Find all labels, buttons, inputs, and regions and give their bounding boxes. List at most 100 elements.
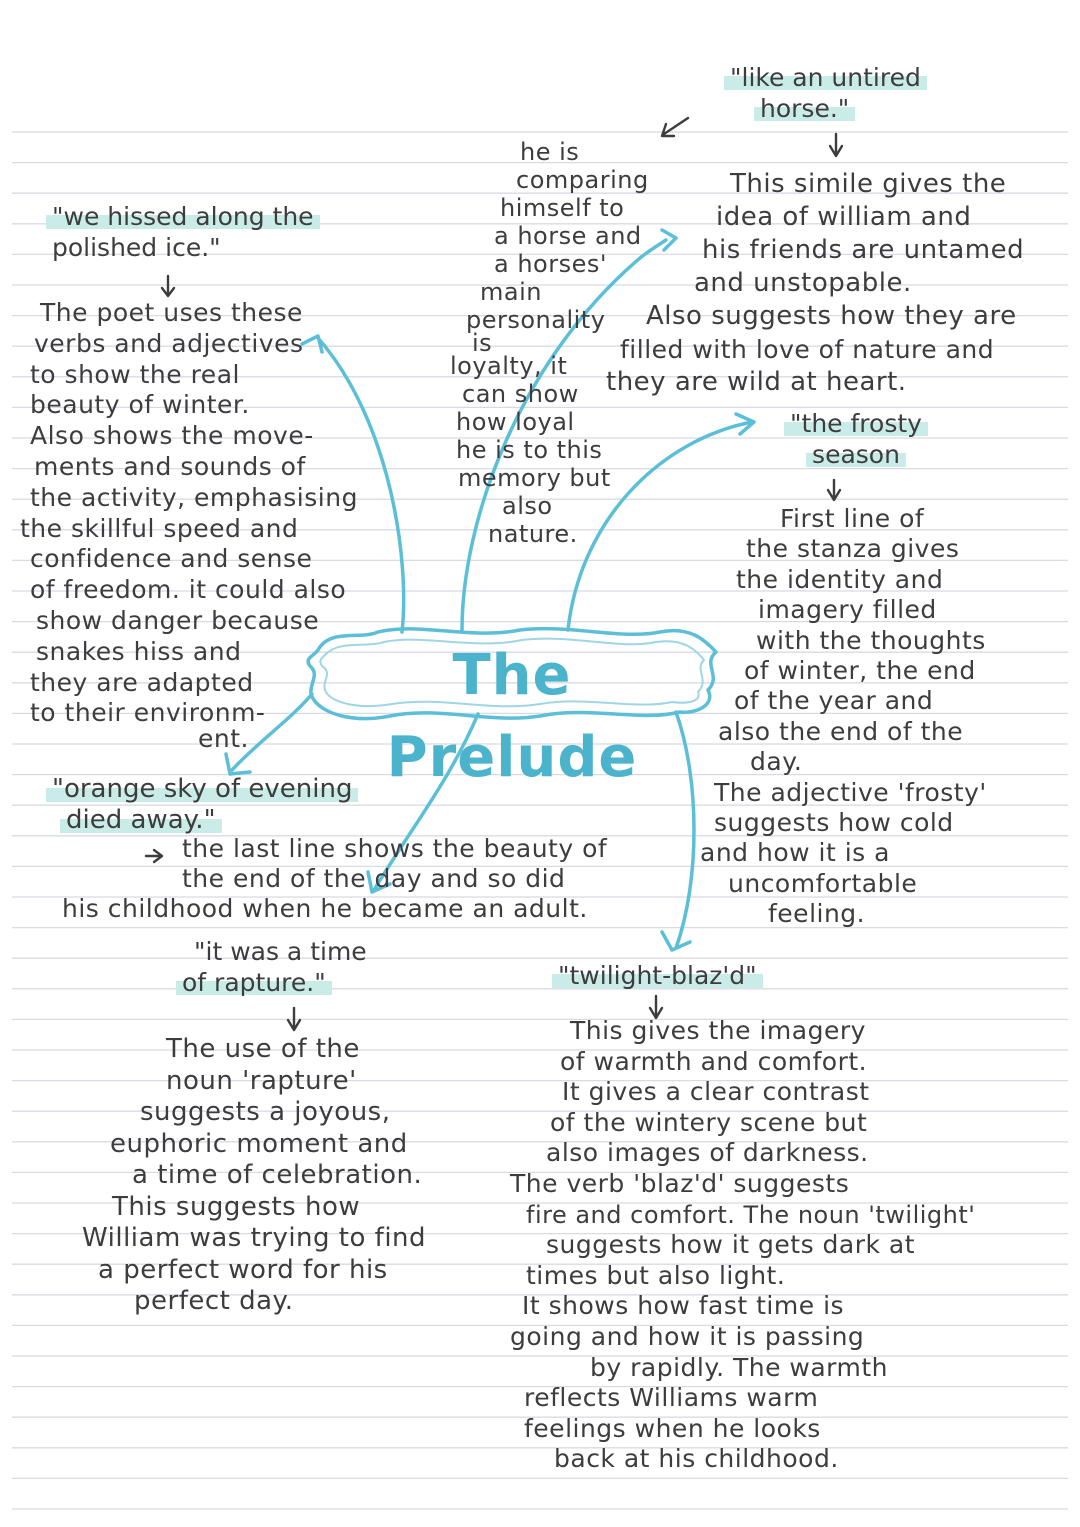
note-line: to their environm- xyxy=(30,698,266,728)
quote-horse-line: horse." xyxy=(754,93,856,124)
note-line: suggests how it gets dark at xyxy=(546,1230,916,1260)
note-line: nature. xyxy=(488,520,578,548)
note-line: reflects Williams warm xyxy=(524,1383,819,1413)
note-line: the skillful speed and xyxy=(20,513,299,543)
note-ice: The poet uses these verbs and adjectives… xyxy=(20,298,358,751)
note-line: perfect day. xyxy=(134,1286,294,1316)
note-line: to show the real xyxy=(30,359,240,389)
note-line: of warmth and comfort. xyxy=(560,1046,868,1076)
quote-ice-line: polished ice." xyxy=(52,233,221,262)
note-line: of the wintery scene but xyxy=(550,1107,868,1137)
quote-twilight: "twilight-blaz'd" xyxy=(552,960,763,991)
note-line: they are adapted xyxy=(30,667,254,697)
note-line: of winter, the end xyxy=(744,656,976,686)
note-line: This gives the imagery xyxy=(570,1016,866,1045)
note-line: verbs and adjectives xyxy=(34,328,304,358)
quote-frosty: "the frosty season xyxy=(756,408,956,470)
note-line: Also shows the move- xyxy=(30,421,314,451)
note-line: filled with love of nature and xyxy=(620,335,995,364)
note-line: uncomfortable xyxy=(728,868,918,898)
note-line: a horses' xyxy=(494,250,607,278)
quote-ice: "we hissed along the polished ice." xyxy=(46,201,320,263)
note-line: also xyxy=(502,492,553,520)
note-line: himself to xyxy=(500,194,625,222)
note-line: imagery filled xyxy=(758,595,937,625)
note-line: show danger because xyxy=(36,605,320,635)
note-twilight: This gives the imagery of warmth and com… xyxy=(506,1016,975,1475)
note-line: euphoric moment and xyxy=(110,1128,408,1159)
note-line: William was trying to find xyxy=(82,1223,427,1253)
note-line: can show xyxy=(462,380,579,408)
note-line: a horse and xyxy=(494,222,642,250)
note-line: The adjective 'frosty' xyxy=(714,777,987,807)
note-simile: This simile gives the idea of william an… xyxy=(602,168,1024,399)
note-line: First line of xyxy=(780,504,925,533)
quote-rapture-line: of rapture." xyxy=(176,967,332,998)
note-line: ments and sounds of xyxy=(34,451,306,481)
note-line: a perfect word for his xyxy=(98,1254,388,1285)
note-line: times but also light. xyxy=(526,1260,786,1290)
note-line: comparing xyxy=(516,166,649,194)
note-line: day. xyxy=(750,747,803,777)
note-line: suggests a joyous, xyxy=(140,1097,391,1127)
note-line: his childhood when he became an adult. xyxy=(62,894,588,923)
note-line: This simile gives the xyxy=(730,169,1007,199)
note-line: feeling. xyxy=(768,899,866,929)
note-line: and unstopable. xyxy=(694,268,912,298)
note-line: loyalty, it xyxy=(450,352,568,380)
quote-horse-line: "like an untired xyxy=(724,62,927,93)
note-line: memory but xyxy=(458,464,611,492)
note-line: beauty of winter. xyxy=(30,390,250,420)
note-line: It gives a clear contrast xyxy=(562,1077,870,1107)
note-line: they are wild at heart. xyxy=(606,367,907,397)
note-line: he is xyxy=(520,138,580,166)
quote-horse: "like an untired horse." xyxy=(724,62,927,124)
quote-evening-line: died away." xyxy=(60,805,222,836)
note-line: the end of the day and so did xyxy=(182,864,566,893)
note-comparing: he is comparing himself to a horse and a… xyxy=(448,138,648,548)
note-line: the stanza gives xyxy=(746,534,960,564)
note-line: is xyxy=(472,329,493,357)
quote-ice-line: "we hissed along the xyxy=(46,201,320,232)
quote-evening: "orange sky of evening died away." xyxy=(46,774,359,836)
quote-evening-line: "orange sky of evening xyxy=(46,774,359,805)
note-line: personality xyxy=(466,306,606,334)
note-line: a time of celebration. xyxy=(132,1160,423,1190)
note-line: The poet uses these xyxy=(40,298,303,327)
note-line: noun 'rapture' xyxy=(166,1065,357,1096)
note-line: also images of darkness. xyxy=(546,1138,869,1168)
note-line: snakes hiss and xyxy=(36,636,242,666)
note-line: fire and comfort. The noun 'twilight' xyxy=(526,1200,976,1229)
quote-frosty-line: "the frosty xyxy=(784,408,928,439)
note-line: of the year and xyxy=(734,686,934,716)
note-line: This suggests how xyxy=(112,1191,361,1222)
note-line: his friends are untamed xyxy=(702,235,1025,265)
note-frosty: First line of the stanza gives the ident… xyxy=(700,504,986,930)
note-line: with the thoughts xyxy=(756,625,986,655)
note-rapture: The use of the noun 'rapture' suggests a… xyxy=(82,1034,426,1318)
note-line: going and how it is passing xyxy=(510,1321,865,1351)
note-line: he is to this xyxy=(456,436,603,464)
note-line: It shows how fast time is xyxy=(522,1291,845,1321)
note-line: main xyxy=(480,278,542,306)
note-line: ent. xyxy=(198,724,249,754)
quote-frosty-line: season xyxy=(806,439,906,470)
note-line: back at his childhood. xyxy=(554,1444,839,1474)
quote-rapture-line: "it was a time xyxy=(194,937,367,966)
note-line: idea of william and xyxy=(716,202,972,232)
note-line: Also suggests how they are xyxy=(646,301,1017,331)
quote-rapture: "it was a time of rapture." xyxy=(176,936,367,998)
quote-twilight-line: "twilight-blaz'd" xyxy=(552,960,763,991)
note-line: also the end of the xyxy=(718,716,964,746)
note-line: how loyal xyxy=(456,408,575,436)
note-evening: the last line shows the beauty of the en… xyxy=(62,834,607,924)
note-line: The use of the xyxy=(166,1034,360,1064)
note-line: feelings when he looks xyxy=(524,1413,821,1443)
page-title: The Prelude xyxy=(386,643,638,790)
note-line: and how it is a xyxy=(700,838,890,868)
note-line: the identity and xyxy=(736,564,944,594)
note-line: the activity, emphasising xyxy=(30,482,358,512)
note-line: by rapidly. The warmth xyxy=(590,1352,889,1382)
note-line: the last line shows the beauty of xyxy=(182,834,608,863)
